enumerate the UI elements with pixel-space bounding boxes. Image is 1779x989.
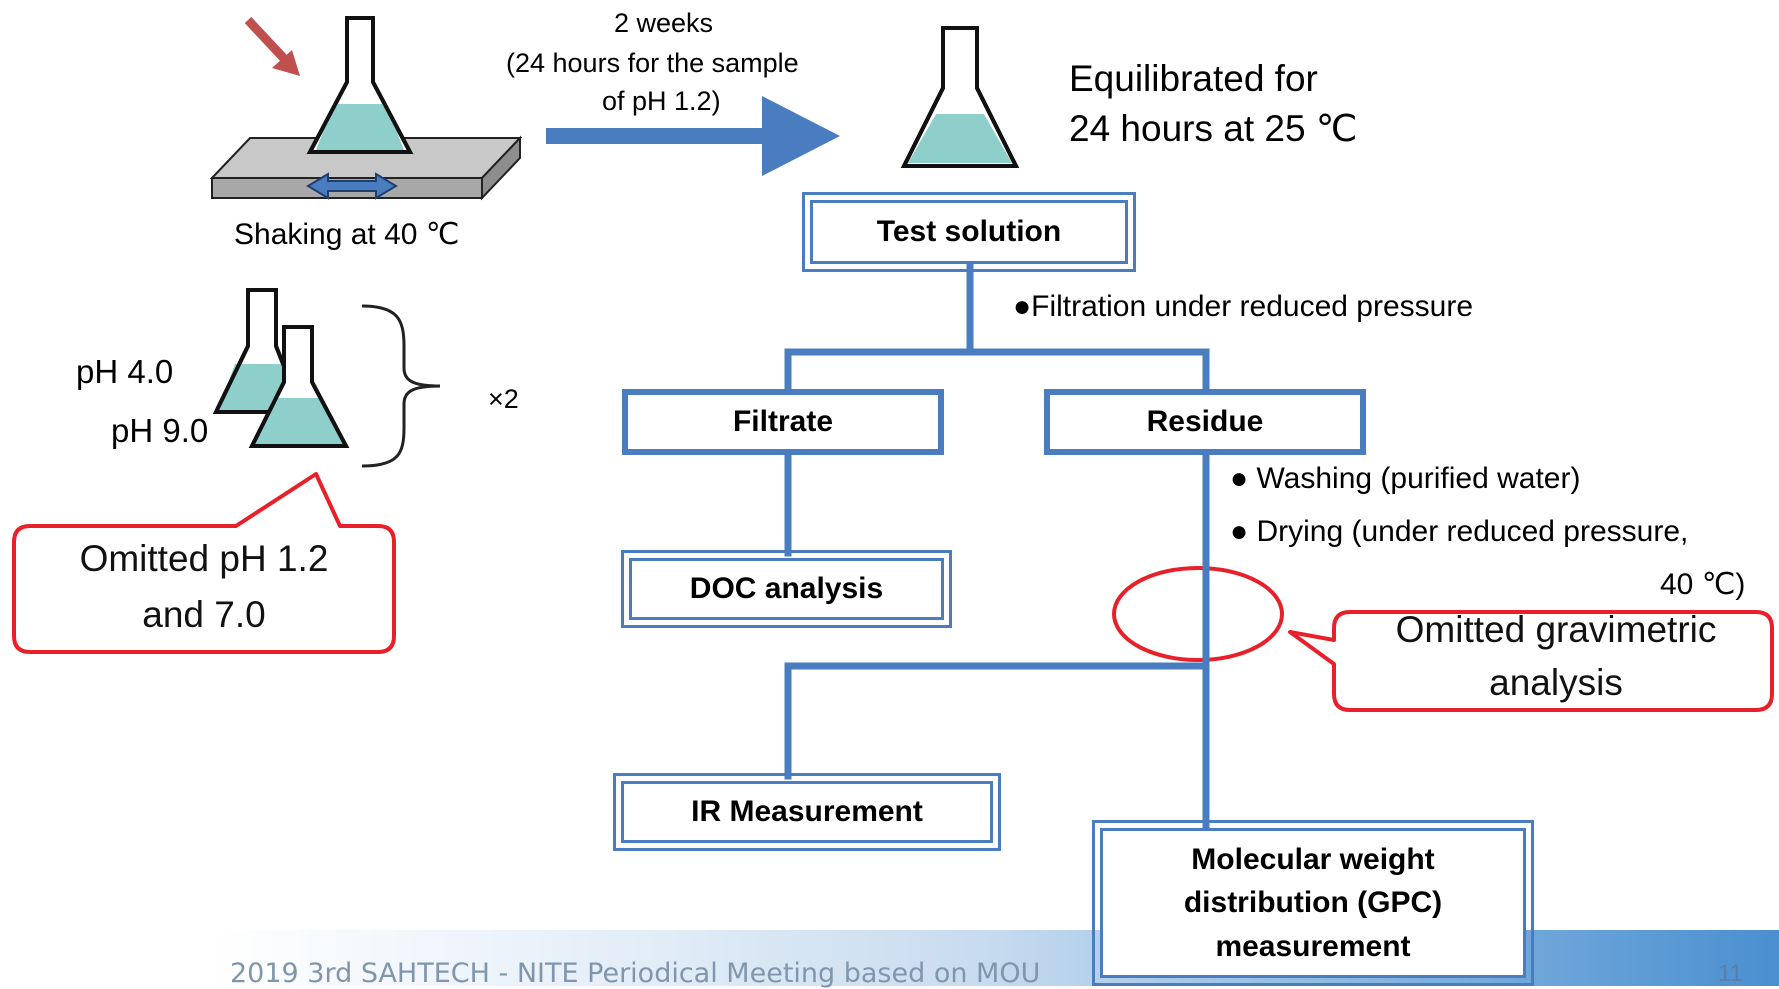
- flask-icon-equilibrated: [900, 26, 1020, 168]
- callout-omitted-grav-line1: Omitted gravimetric: [1395, 609, 1717, 650]
- callout-omitted-ph-line1: Omitted pH 1.2: [79, 538, 329, 579]
- gpc-measurement-box: Molecular weight distribution (GPC) meas…: [1092, 820, 1534, 986]
- filtrate-label: Filtrate: [732, 405, 834, 438]
- equilibrated-line1: Equilibrated for: [1069, 58, 1318, 99]
- footer-text: 2019 3rd SAHTECH - NITE Periodical Meeti…: [230, 958, 1041, 989]
- callout-omitted-grav-line2: analysis: [1489, 661, 1623, 703]
- ph-a-label: pH 4.0: [76, 353, 174, 390]
- gpc-line2: distribution (GPC): [1183, 886, 1443, 920]
- drying-step-line2: 40 ℃): [1660, 568, 1746, 601]
- callout-omitted-ph-line2: and 7.0: [142, 593, 266, 635]
- drying-step-line1: ● Drying (under reduced pressure,: [1230, 515, 1689, 548]
- callout-omitted-ph-text: Omitted pH 1.2 and 7.0: [14, 531, 394, 642]
- callout-omitted-ph-bubble: [12, 472, 396, 654]
- ir-measurement-label: IR Measurement: [691, 795, 923, 828]
- doc-analysis-label: DOC analysis: [689, 572, 884, 605]
- shaking-label: Shaking at 40 ℃: [234, 218, 460, 251]
- shake-direction-icon: [306, 172, 398, 200]
- ph-b-label: pH 9.0: [111, 412, 209, 449]
- transfer-note-line1: (24 hours for the sample: [506, 48, 799, 78]
- gpc-line3: measurement: [1215, 929, 1411, 963]
- residue-label: Residue: [1146, 405, 1264, 438]
- test-solution-label: Test solution: [876, 215, 1062, 248]
- flow-connectors: [784, 262, 1210, 836]
- gpc-line1: Molecular weight: [1191, 842, 1435, 876]
- pointer-arrow-icon: [244, 16, 300, 76]
- flask-icon-shaking: [306, 16, 414, 154]
- multiplier-label: ×2: [488, 384, 519, 414]
- residue-box: Residue: [1044, 389, 1366, 455]
- ir-measurement-box: IR Measurement: [613, 773, 1001, 851]
- equilibrated-line2: 24 hours at 25 ℃: [1069, 108, 1358, 149]
- test-solution-box: Test solution: [802, 192, 1136, 272]
- callout-omitted-grav-text: Omitted gravimetric analysis: [1340, 604, 1772, 709]
- flask-icon-ph9: [248, 325, 350, 448]
- filtrate-box: Filtrate: [622, 389, 944, 455]
- callout-omitted-grav-bubble: [1288, 610, 1774, 712]
- transfer-duration-label: 2 weeks: [614, 8, 714, 38]
- omitted-step-ellipse: [1112, 566, 1284, 662]
- transfer-note-line2: of pH 1.2): [602, 86, 721, 116]
- filtration-step-label: ●Filtration under reduced pressure: [1013, 290, 1474, 323]
- page-number: 11: [1718, 960, 1743, 987]
- transfer-arrow: [546, 96, 840, 176]
- doc-analysis-box: DOC analysis: [621, 550, 952, 628]
- washing-step-label: ● Washing (purified water): [1230, 462, 1581, 495]
- sample-brace: [361, 304, 441, 468]
